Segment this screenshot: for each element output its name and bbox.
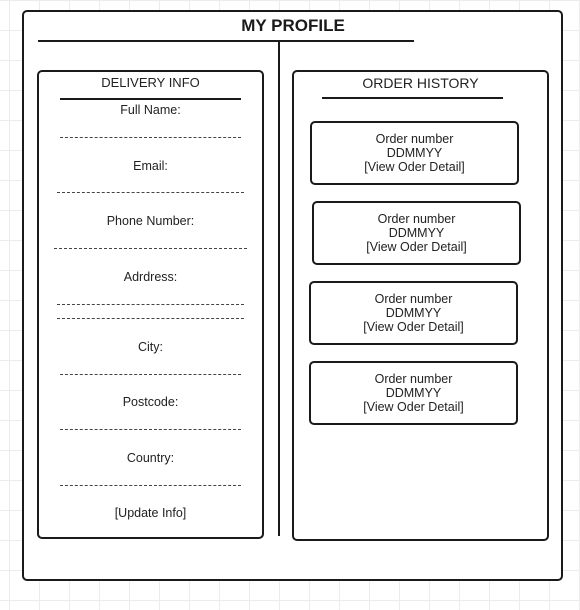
city-field[interactable]: [60, 374, 241, 375]
column-divider: [278, 42, 280, 536]
order-history-title: ORDER HISTORY: [362, 75, 479, 91]
full-name-label: Full Name:: [120, 103, 181, 117]
view-order-detail-link[interactable]: [View Oder Detail]: [364, 160, 465, 174]
full-name-field[interactable]: [60, 137, 241, 138]
address-label: Adrdress:: [123, 270, 178, 284]
phone-number-label: Phone Number:: [106, 214, 195, 228]
order-number-label: Order number: [374, 372, 453, 386]
order-date: DDMMYY: [388, 226, 445, 240]
order-number-label: Order number: [375, 132, 454, 146]
city-label: City:: [138, 340, 163, 354]
country-field[interactable]: [60, 485, 241, 486]
delivery-info-underline: [60, 98, 241, 100]
order-card: Order number DDMMYY [View Oder Detail]: [312, 201, 521, 265]
email-field[interactable]: [57, 192, 244, 193]
order-date: DDMMYY: [385, 386, 442, 400]
page-title: MY PROFILE: [241, 16, 345, 35]
order-card: Order number DDMMYY [View Oder Detail]: [309, 281, 518, 345]
order-number-label: Order number: [374, 292, 453, 306]
view-order-detail-link[interactable]: [View Oder Detail]: [363, 320, 464, 334]
order-card: Order number DDMMYY [View Oder Detail]: [309, 361, 518, 425]
phone-number-field[interactable]: [54, 248, 247, 249]
order-date: DDMMYY: [385, 306, 442, 320]
order-number-label: Order number: [377, 212, 456, 226]
view-order-detail-link[interactable]: [View Oder Detail]: [366, 240, 467, 254]
update-info-button[interactable]: [Update Info]: [114, 506, 187, 520]
title-underline: [38, 40, 414, 42]
address-field-line-1[interactable]: [57, 304, 244, 305]
email-label: Email:: [133, 159, 168, 173]
country-label: Country:: [126, 451, 175, 465]
order-date: DDMMYY: [386, 146, 443, 160]
order-history-underline: [322, 97, 503, 99]
order-card: Order number DDMMYY [View Oder Detail]: [310, 121, 519, 185]
delivery-info-title: DELIVERY INFO: [101, 75, 200, 90]
view-order-detail-link[interactable]: [View Oder Detail]: [363, 400, 464, 414]
address-field-line-2[interactable]: [57, 318, 244, 319]
postcode-label: Postcode:: [122, 395, 179, 409]
postcode-field[interactable]: [60, 429, 241, 430]
